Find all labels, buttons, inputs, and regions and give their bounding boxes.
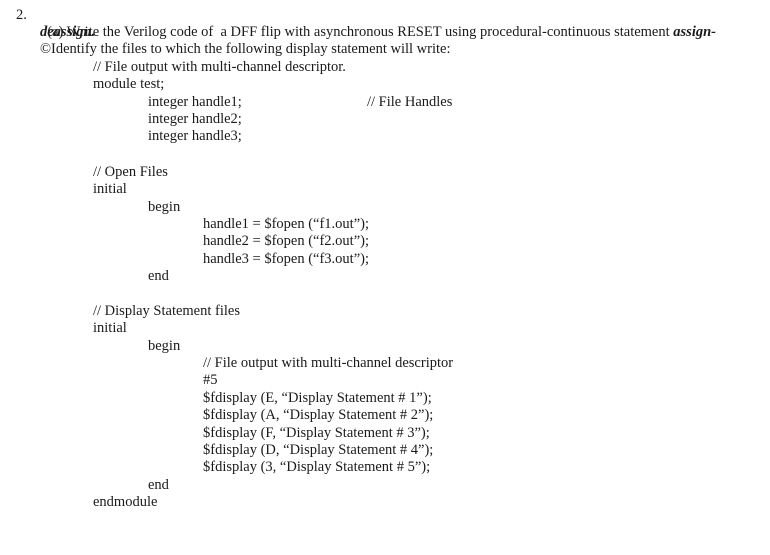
code-end-2: end [148,477,169,493]
code-decl-1: integer handle1; [148,94,242,110]
part-a-emphasis: assign- [673,24,716,40]
question-part-b: ©Identify the files to which the followi… [40,41,451,57]
code-display-4: $fdisplay (D, “Display Statement # 4”); [203,442,434,458]
code-begin-1: begin [148,199,181,215]
code-begin-2: begin [148,338,181,354]
code-delay: #5 [203,372,218,388]
part-a-text: (a) Write the Verilog code of a DFF flip… [47,24,674,40]
code-inner-comment: // File output with multi-channel descri… [203,355,454,371]
code-fopen-1: handle1 = $fopen (“f1.out”); [203,216,370,232]
code-decl-1-comment: // File Handles [367,94,453,110]
code-end-1: end [148,268,169,284]
code-open-comment: // Open Files [93,164,168,180]
code-display-1: $fdisplay (E, “Display Statement # 1”); [203,390,432,406]
code-endmodule: endmodule [93,494,158,510]
code-initial-1: initial [93,181,127,197]
part-a-emphasis-cont: deassign. [40,24,96,40]
code-fopen-3: handle3 = $fopen (“f3.out”); [203,251,370,267]
code-initial-2: initial [93,320,127,336]
code-display-comment: // Display Statement files [93,303,240,319]
question-part-a: (a) Write the Verilog code of a DFF flip… [40,7,716,41]
code-decl-3: integer handle3; [148,128,242,144]
code-display-2: $fdisplay (A, “Display Statement # 2”); [203,407,434,423]
question-number: 2. [16,7,27,23]
code-module-decl: module test; [93,76,165,92]
code-comment-header: // File output with multi-channel descri… [93,59,346,75]
code-display-3: $fdisplay (F, “Display Statement # 3”); [203,425,430,441]
code-fopen-2: handle2 = $fopen (“f2.out”); [203,233,370,249]
code-display-5: $fdisplay (3, “Display Statement # 5”); [203,459,431,475]
code-decl-2: integer handle2; [148,111,242,127]
